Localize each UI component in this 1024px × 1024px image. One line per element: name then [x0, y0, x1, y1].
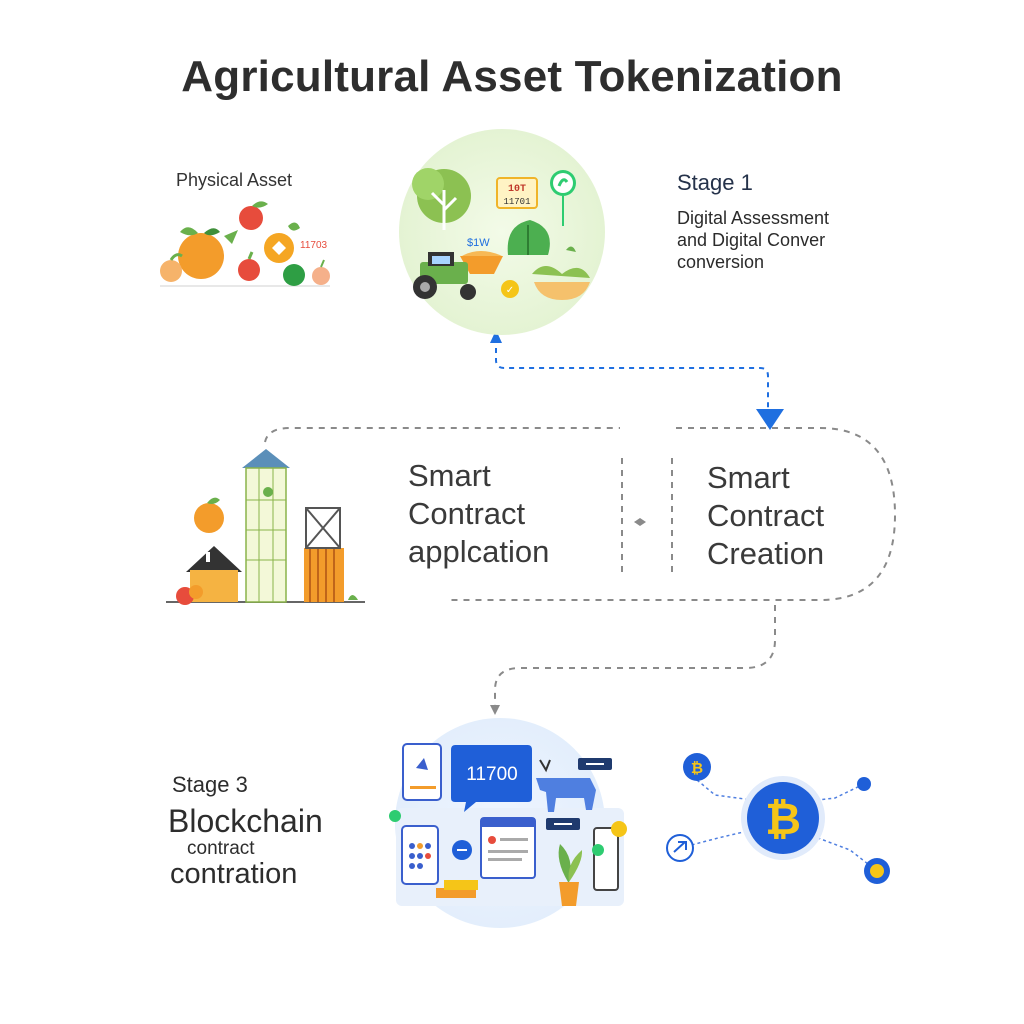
arrowhead-up-icon: [490, 330, 502, 343]
stage1-description: Digital Assessment and Digital Conver co…: [677, 207, 829, 273]
bitcoin-network: ₿ ₿: [666, 753, 890, 884]
smart-contract-application-label: Smart Contract applcation: [408, 457, 549, 571]
stage3-label: Stage 3: [172, 772, 248, 797]
coin-sticker-icon: [264, 233, 294, 263]
dial-pad-icon: [401, 825, 439, 885]
chat-bubble-number: 11700: [451, 745, 532, 812]
sc-create-line: Creation: [707, 536, 825, 571]
stage3-title-line1: Blockchain: [168, 803, 323, 839]
bitcoin-small-icon: ₿: [683, 753, 711, 781]
tag-icon: [578, 758, 612, 770]
barn-icon: [186, 546, 242, 602]
node-arrow-icon: [666, 834, 694, 862]
stage3-title-line2: contract: [187, 838, 255, 859]
stage1-desc-line: and Digital Conver: [677, 230, 826, 250]
sc-create-line: Contract: [707, 498, 825, 533]
node-dot-icon: [857, 777, 871, 791]
svg-text:₿: ₿: [765, 794, 801, 845]
green-apple-icon: [283, 264, 305, 286]
phone-icon: [402, 743, 442, 801]
physical-asset-label: Physical Asset: [176, 170, 293, 190]
svg-text:10T: 10T: [508, 184, 526, 195]
tree-icon: [412, 168, 471, 230]
stage1-desc-line: conversion: [677, 252, 765, 272]
page-title: Agricultural Asset Tokenization: [181, 52, 843, 101]
sc-app-line: Smart: [408, 458, 491, 493]
leaf-icon: [224, 230, 238, 244]
silo-illustration: [166, 449, 365, 605]
connector-loop: [264, 427, 897, 705]
arrowhead-small-icon: [490, 705, 500, 715]
stage1-label: Stage 1: [677, 170, 753, 195]
tablet-icon: [592, 821, 627, 891]
cash-stack-icon: [436, 880, 478, 898]
orange-icon: [178, 227, 224, 279]
physical-asset-illustration: 11703: [160, 201, 330, 287]
lettuce-icon: [507, 220, 550, 255]
plant-icon: [558, 844, 583, 906]
cabbage-bowl-icon: [532, 266, 590, 300]
dollar-badge-icon: [550, 170, 576, 226]
document-window-icon: [480, 817, 536, 879]
stage3-title-line3: contration: [170, 858, 298, 890]
tractor-icon: [413, 252, 476, 300]
sc-app-line: applcation: [408, 534, 550, 569]
stage1-desc-line: Digital Assessment: [677, 208, 830, 228]
orange-icon-2: [194, 503, 224, 533]
svg-text:11701: 11701: [503, 197, 530, 207]
peach-icon: [160, 260, 182, 282]
apple-icon: [239, 201, 268, 230]
bitcoin-icon: ₿: [747, 782, 819, 854]
coin-icon: ✓: [501, 280, 519, 298]
connector-stage1-to-creation: [490, 330, 784, 430]
node-coin-icon: [864, 858, 890, 884]
physical-tag-text: 11703: [300, 240, 328, 251]
stage1-illustration: 10T 11701 $1W ✓: [399, 129, 605, 335]
tag-icon-2: [546, 818, 580, 830]
svg-text:11700: 11700: [466, 764, 517, 785]
apple-small-icon: [238, 259, 260, 281]
tower-icon: [304, 507, 344, 602]
calendar-icon: 10T 11701: [496, 177, 538, 209]
diamond-marker-icon: [634, 518, 646, 526]
stage3-illustration: 11700: [389, 718, 627, 928]
smart-contract-creation-label: Smart Contract Creation: [707, 459, 824, 573]
price-text: $1W: [467, 237, 490, 249]
sc-app-line: Contract: [408, 496, 526, 531]
cow-icon: [536, 759, 596, 812]
svg-text:✓: ✓: [506, 285, 514, 296]
sc-create-line: Smart: [707, 460, 790, 495]
basket-icon: [460, 251, 503, 274]
silo-icon: [242, 449, 290, 603]
svg-text:₿: ₿: [691, 759, 703, 777]
arrowhead-down-icon: [756, 409, 784, 430]
